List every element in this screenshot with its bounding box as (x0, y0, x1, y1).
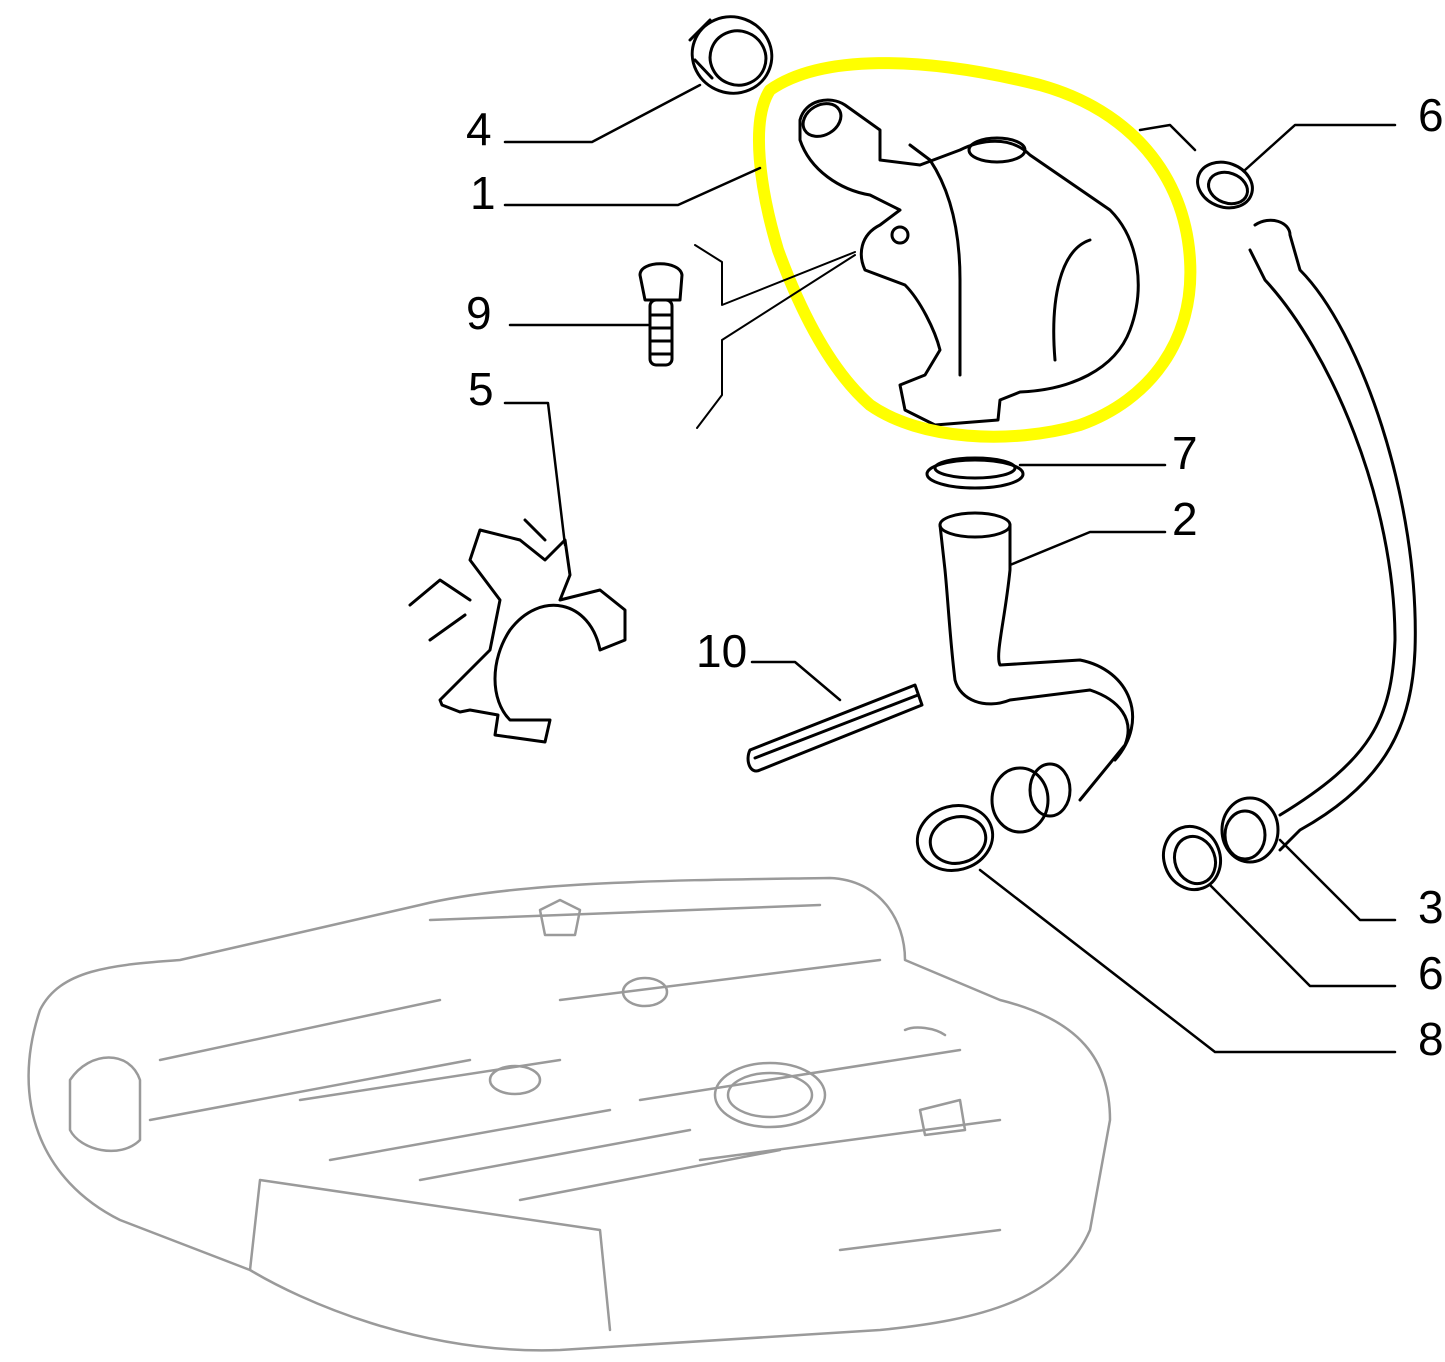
part-1-filler-neck (798, 98, 1140, 427)
leader-lines (503, 83, 1397, 1054)
callout-9: 9 (466, 287, 492, 339)
callout-3: 3 (1418, 881, 1444, 933)
callout-4: 4 (466, 103, 492, 155)
callout-5: 5 (468, 363, 494, 415)
part-6-clamp-bottom (1162, 824, 1222, 892)
part-8-clamp (915, 804, 995, 872)
part-6-clamp-top (1196, 160, 1254, 210)
part-3-hose (1220, 218, 1417, 864)
part-4-cap (688, 15, 774, 95)
callout-7: 7 (1172, 427, 1198, 479)
callout-6-bottom: 6 (1418, 947, 1444, 999)
callout-2: 2 (1172, 493, 1198, 545)
part-9-bolt (638, 262, 684, 367)
part-2-hose (938, 511, 1134, 834)
part-7-ring (925, 456, 1025, 490)
callout-1: 1 (470, 167, 496, 219)
bracket-lines (694, 244, 856, 429)
callout-10: 10 (696, 625, 748, 677)
part-5-clip (408, 518, 627, 744)
callout-8: 8 (1418, 1013, 1444, 1065)
callout-6-top: 6 (1418, 89, 1444, 141)
part-10-strip (746, 683, 924, 773)
fuel-tank (27, 876, 1112, 1352)
highlight-outline (753, 57, 1197, 443)
